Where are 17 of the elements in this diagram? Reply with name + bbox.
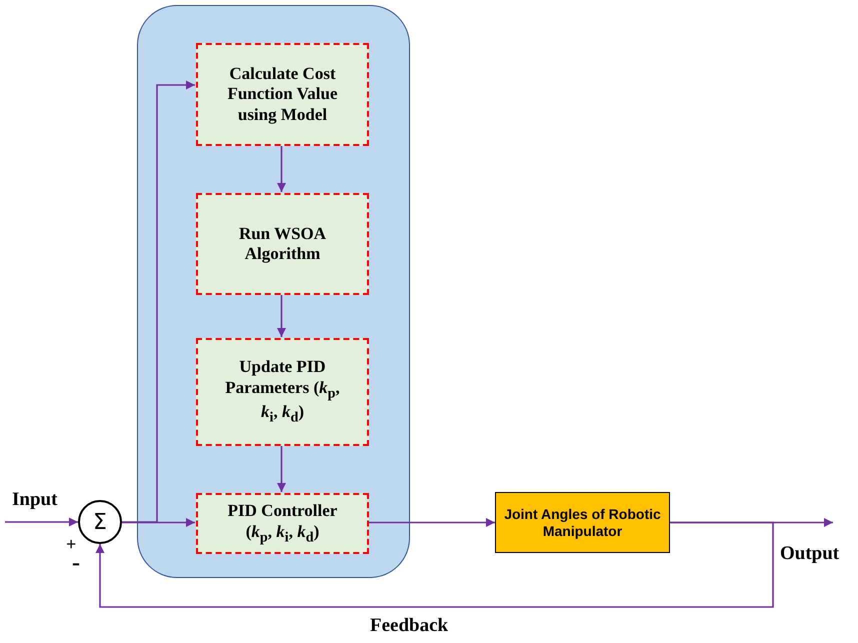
arrow xyxy=(277,445,286,492)
process-box: Joint Angles of Robotic Manipulator xyxy=(495,492,670,553)
arrow xyxy=(96,522,774,608)
edge-label: Input xyxy=(10,490,60,511)
process-box: Update PID Parameters (k$_{p}$, k$_{i}$, k$_{d}$) xyxy=(196,338,369,446)
process-box: Calculate Cost Function Value using Model xyxy=(196,43,369,146)
process-box: PID Controller (k$_{p}$, k$_{i}$, k$_{d}$) xyxy=(196,493,369,554)
arrow xyxy=(5,518,78,526)
summing-junction: Σ xyxy=(78,500,122,544)
arrow xyxy=(277,294,286,337)
arrow xyxy=(277,145,286,192)
panel-background xyxy=(137,5,410,578)
arrow xyxy=(122,80,195,523)
edge-label: Output xyxy=(778,544,842,565)
arrow xyxy=(368,518,495,527)
process-box: Run WSOA Algorithm xyxy=(196,193,369,295)
arrow xyxy=(122,518,195,527)
